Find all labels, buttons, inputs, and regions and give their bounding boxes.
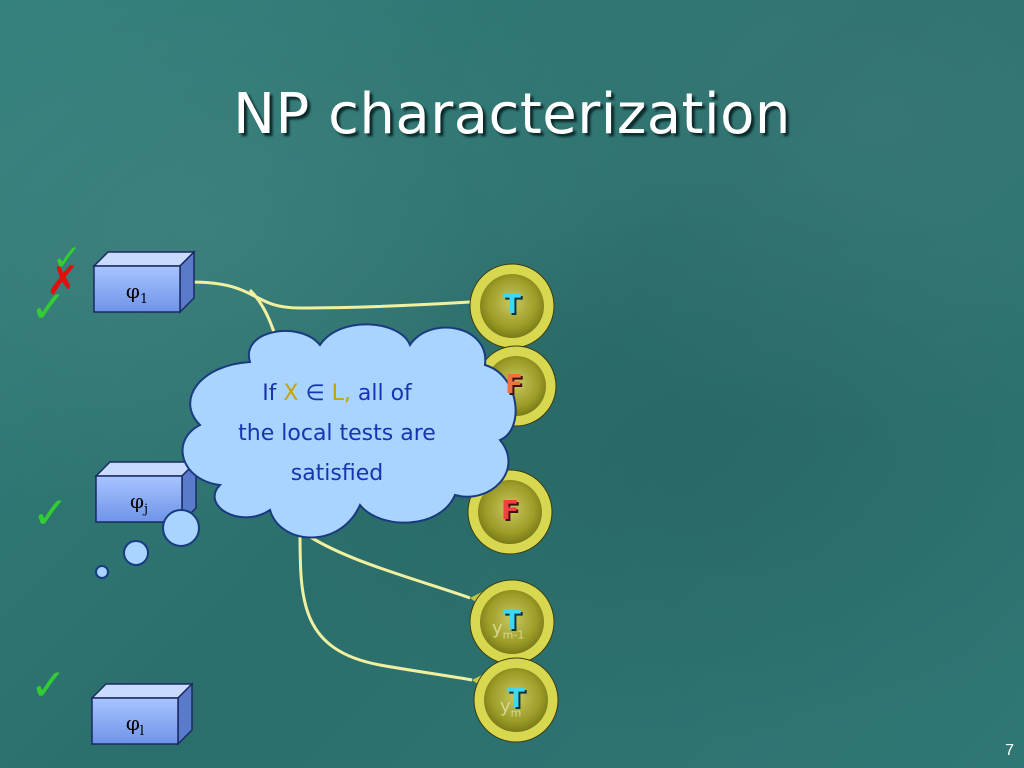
box-label-phi-j: φj — [129, 489, 149, 517]
node-ym — [472, 657, 559, 743]
box-label-phi-1: φ1 — [125, 279, 149, 307]
cloud-line-3: satisfied — [290, 461, 384, 486]
box-phi-l — [90, 682, 194, 746]
wire-phij-ym — [298, 529, 473, 682]
cloud-line-2: the local tests are — [238, 421, 436, 446]
wire-phij-ym1 — [299, 528, 471, 600]
box-label-phi-l: φl — [125, 711, 145, 739]
node-y1 — [469, 263, 555, 349]
wire-phi1-y1 — [189, 280, 471, 310]
node-value-y2: F — [505, 370, 523, 400]
node-var-ym: ym — [500, 696, 522, 720]
check-icon-bottom: ✓ — [30, 660, 67, 711]
node-value-y3: F — [501, 496, 519, 526]
box-phi-1 — [92, 250, 196, 314]
node-ym1 — [469, 579, 555, 665]
page-number: 7 — [1005, 742, 1014, 759]
node-value-y1: T — [503, 290, 521, 320]
cloud-line-1: If X ∈ L, all of — [262, 381, 412, 406]
slide-title: NP characterization — [233, 82, 791, 147]
node-var-ym1: ym-1 — [492, 618, 525, 642]
check-icon-top: ✓ — [30, 282, 67, 333]
thought-cloud — [95, 323, 517, 579]
check-icon-middle: ✓ — [32, 488, 69, 539]
cloud-text: If X ∈ L, all of the local tests are sat… — [196, 374, 478, 494]
cross-icon: ✗ — [46, 258, 80, 304]
check-icon-top-upper: ✓ — [52, 238, 83, 279]
node-value-ym1: T — [503, 606, 521, 636]
node-value-ym: T — [507, 684, 525, 714]
